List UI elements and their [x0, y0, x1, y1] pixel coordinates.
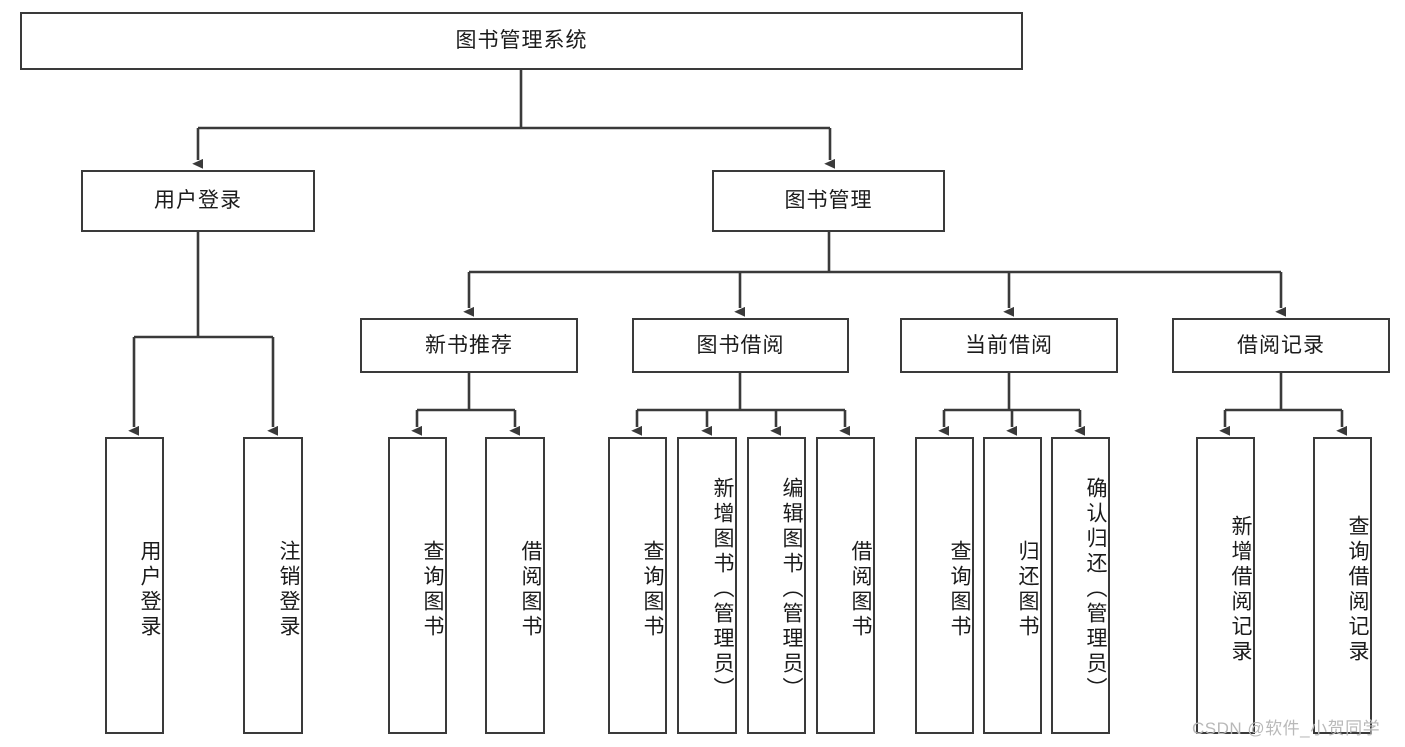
- node-leaf-add-record[interactable]: 新增借阅记录: [1196, 437, 1255, 734]
- node-leaf-query-record[interactable]: 查询借阅记录: [1313, 437, 1372, 734]
- node-leaf-query-book-3[interactable]: 查询图书: [915, 437, 974, 734]
- node-root-label: 图书管理系统: [455, 29, 588, 53]
- node-book-borrow-label: 图书借阅: [696, 333, 785, 357]
- node-leaf-user-login-label: 用户登录: [138, 539, 161, 640]
- node-leaf-return-book[interactable]: 归还图书: [983, 437, 1042, 734]
- node-leaf-query-book-2-label: 查询图书: [641, 539, 664, 640]
- node-leaf-add-record-label: 新增借阅记录: [1229, 514, 1252, 665]
- node-current-borrow[interactable]: 当前借阅: [900, 318, 1118, 373]
- node-book-manage[interactable]: 图书管理: [712, 170, 945, 232]
- node-leaf-confirm-return-label: 确认归还（管理员）: [1084, 477, 1107, 702]
- node-leaf-query-book-3-label: 查询图书: [948, 539, 971, 640]
- node-root[interactable]: 图书管理系统: [20, 12, 1023, 70]
- node-leaf-return-book-label: 归还图书: [1016, 539, 1039, 640]
- node-leaf-borrow-book-2-label: 借阅图书: [849, 539, 872, 640]
- node-leaf-add-book-label: 新增图书（管理员）: [711, 477, 734, 702]
- node-leaf-add-book[interactable]: 新增图书（管理员）: [677, 437, 737, 734]
- node-leaf-borrow-book-1-label: 借阅图书: [519, 539, 542, 640]
- node-current-borrow-label: 当前借阅: [965, 333, 1053, 357]
- node-user-login[interactable]: 用户登录: [81, 170, 315, 232]
- node-borrow-record[interactable]: 借阅记录: [1172, 318, 1390, 373]
- node-leaf-query-book-1-label: 查询图书: [421, 539, 444, 640]
- node-leaf-confirm-return[interactable]: 确认归还（管理员）: [1051, 437, 1110, 734]
- node-leaf-query-book-1[interactable]: 查询图书: [388, 437, 447, 734]
- node-leaf-edit-book-label: 编辑图书（管理员）: [780, 477, 803, 702]
- node-leaf-edit-book[interactable]: 编辑图书（管理员）: [747, 437, 806, 734]
- node-borrow-record-label: 借阅记录: [1237, 333, 1325, 357]
- node-leaf-user-login[interactable]: 用户登录: [105, 437, 164, 734]
- node-user-login-label: 用户登录: [154, 189, 242, 213]
- node-new-book-recommend[interactable]: 新书推荐: [360, 318, 578, 373]
- node-book-borrow[interactable]: 图书借阅: [632, 318, 849, 373]
- node-leaf-borrow-book-1[interactable]: 借阅图书: [485, 437, 545, 734]
- node-leaf-query-record-label: 查询借阅记录: [1346, 514, 1369, 665]
- node-book-manage-label: 图书管理: [784, 189, 873, 213]
- node-new-book-recommend-label: 新书推荐: [425, 333, 513, 357]
- node-leaf-logout[interactable]: 注销登录: [243, 437, 303, 734]
- csdn-watermark: CSDN @软件_小贺同学: [1192, 719, 1381, 738]
- node-leaf-borrow-book-2[interactable]: 借阅图书: [816, 437, 875, 734]
- node-leaf-query-book-2[interactable]: 查询图书: [608, 437, 667, 734]
- node-leaf-logout-label: 注销登录: [277, 539, 300, 640]
